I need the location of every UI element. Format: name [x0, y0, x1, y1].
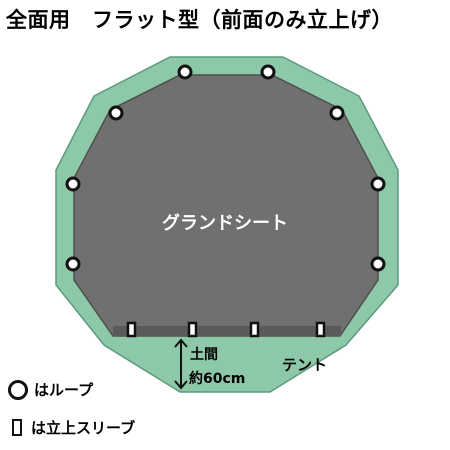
diagram-title: 全面用 フラット型（前面のみ立上げ）	[6, 8, 393, 32]
legend-loop: はループ	[8, 379, 93, 400]
sleeve-icon	[249, 321, 260, 338]
front-edge	[113, 326, 341, 336]
legend-loop-label: はループ	[34, 381, 94, 399]
loop-ring-icon	[108, 105, 124, 121]
ground-sheet-label: グランドシート	[162, 212, 288, 234]
loop-ring-icon	[8, 379, 28, 400]
loop-ring-icon	[329, 105, 345, 121]
loop-ring-icon	[370, 256, 386, 272]
doma-label: 土間	[190, 346, 218, 363]
sleeves	[126, 321, 326, 338]
sleeve-icon	[12, 419, 22, 436]
legend-sleeve-label: は立上スリーブ	[31, 419, 136, 437]
doma-depth-label: 約60cm	[189, 370, 245, 387]
legend-sleeve: は立上スリーブ	[8, 417, 135, 438]
sleeve-icon	[126, 321, 137, 338]
tent-label: テント	[282, 356, 327, 374]
loop-ring-icon	[177, 64, 193, 80]
loop-ring-icon	[65, 176, 81, 192]
loop-ring-icon	[260, 64, 276, 80]
sleeve-icon	[315, 321, 326, 338]
loops	[65, 64, 386, 272]
loop-ring-icon	[65, 256, 81, 272]
sleeve-icon	[187, 321, 198, 338]
doma-dimension-arrow	[174, 338, 188, 390]
loop-ring-icon	[370, 176, 386, 192]
